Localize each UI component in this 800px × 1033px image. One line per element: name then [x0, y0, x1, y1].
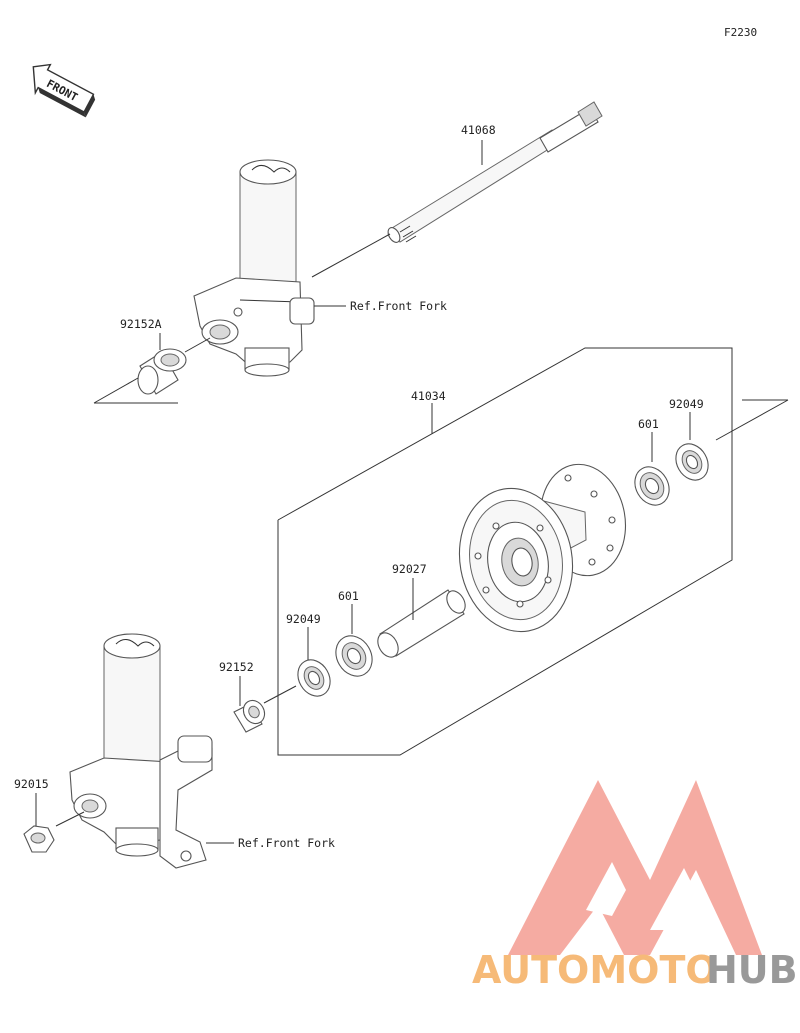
label-601-right: 601 [638, 417, 659, 431]
oil-seal-92049-right [675, 443, 709, 481]
collar-92152 [233, 699, 266, 733]
label-92049-right: 92049 [669, 397, 704, 411]
label-92152a: 92152A [120, 317, 162, 331]
label-92015: 92015 [14, 777, 49, 791]
wheel-hub-41034 [458, 463, 627, 633]
label-92027: 92027 [392, 562, 427, 576]
label-92049-left: 92049 [286, 612, 321, 626]
upper-fork-leg [193, 159, 315, 377]
nut-92015 [23, 825, 55, 853]
collar-92152a [137, 348, 187, 395]
oil-seal-92049-left [297, 659, 331, 697]
lower-fork-leg [69, 633, 213, 869]
ref-front-fork-lower: Ref.Front Fork [238, 836, 335, 850]
spacer-92027 [377, 589, 466, 658]
front-arrow-icon: FRONT [32, 63, 96, 118]
ref-front-fork-upper: Ref.Front Fork [350, 299, 447, 313]
diagram-code: F2230 [724, 26, 757, 39]
bearing-601-right [634, 466, 670, 506]
logo-text-hub: HUB [706, 948, 798, 992]
automotohub-logo: AUTOMOTO HUB [472, 780, 798, 992]
label-41034: 41034 [411, 389, 446, 403]
bearing-601-left [335, 635, 373, 677]
label-92152: 92152 [219, 660, 254, 674]
label-601-left: 601 [338, 589, 359, 603]
axle-41068 [387, 101, 603, 243]
logo-text-automoto: AUTOMOTO [472, 948, 718, 992]
label-41068: 41068 [461, 123, 496, 137]
